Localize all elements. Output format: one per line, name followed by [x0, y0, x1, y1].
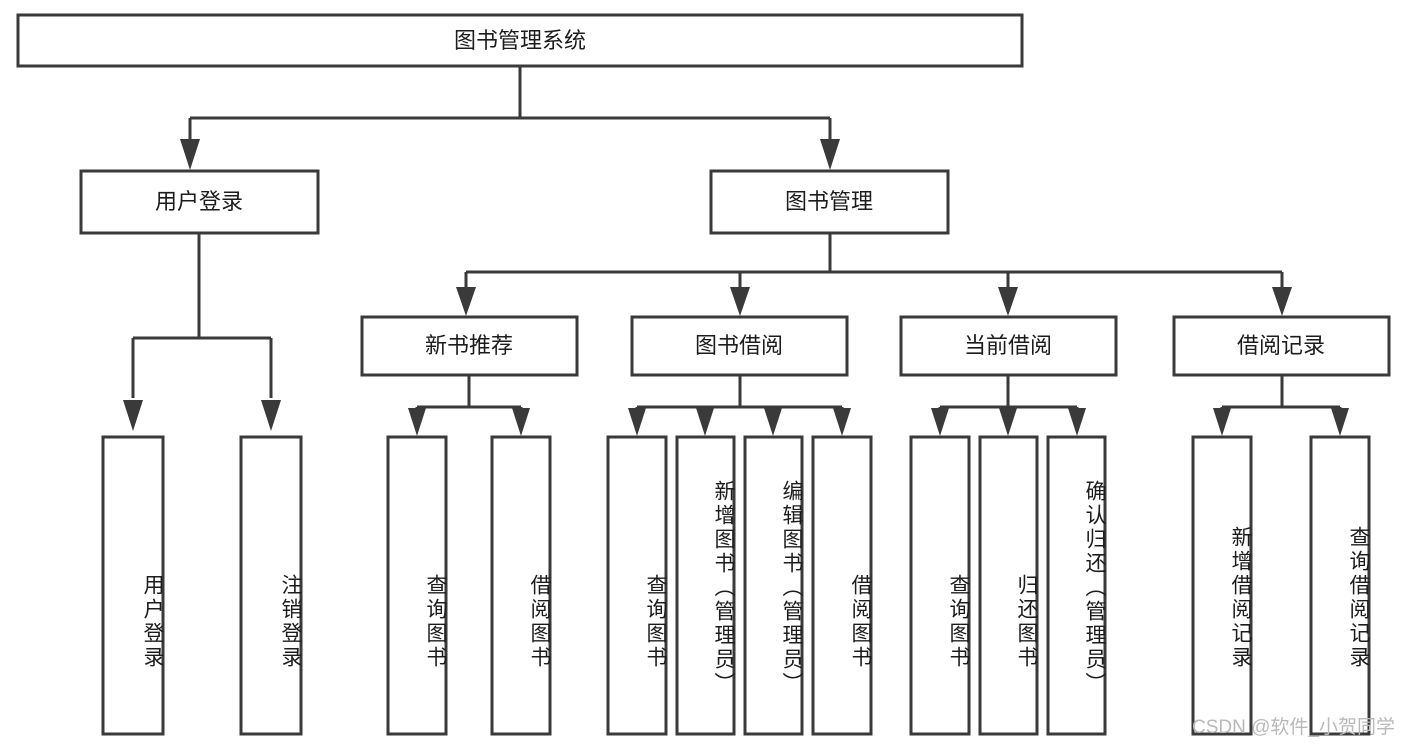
node-box-leaf-borrow-book-2[interactable]	[811, 435, 873, 736]
node-box-leaf-query-book-1[interactable]	[386, 435, 448, 736]
arrow-head-leaf-borrow-book-2	[833, 408, 851, 436]
node-box-borrow-record[interactable]	[1172, 315, 1391, 377]
node-box-leaf-borrow-book-1[interactable]	[490, 435, 552, 736]
arrow-head-book-manage	[820, 139, 840, 170]
node-box-leaf-add-book[interactable]	[675, 435, 736, 736]
arrow-head-leaf-query-book-1	[408, 408, 426, 436]
arrow-head-leaf-add-record	[1213, 408, 1231, 436]
arrow-head-leaf-query-book-3	[931, 408, 949, 436]
connector-currentborrow-to-leaves	[931, 375, 1086, 436]
node-box-leaf-query-book-2[interactable]	[606, 435, 668, 736]
connector-userlogin-to-leaves	[123, 233, 281, 431]
arrow-head-leaf-confirm-return	[1068, 408, 1086, 436]
connector-borrowrecord-to-leaves	[1213, 375, 1349, 436]
node-label-borrow-record: 借阅记录	[1237, 333, 1325, 358]
arrow-head-leaf-query-record	[1331, 408, 1349, 436]
node-box-leaf-return-book[interactable]	[978, 435, 1039, 736]
node-box-leaf-edit-book[interactable]	[743, 435, 804, 736]
arrow-head-borrow-record	[1272, 287, 1292, 316]
node-label-book-borrow: 图书借阅	[695, 333, 783, 358]
arrow-head-leaf-borrow-book-1	[512, 408, 530, 436]
arrow-head-leaf-edit-book	[764, 408, 782, 436]
node-label-book-manage: 图书管理	[785, 189, 873, 214]
arrow-head-leaf-add-book	[696, 408, 714, 436]
arrow-head-book-borrow	[730, 287, 750, 316]
node-box-leaf-add-record[interactable]	[1191, 435, 1253, 736]
node-box-book-manage[interactable]	[709, 169, 950, 235]
node-box-root[interactable]	[16, 13, 1024, 68]
arrow-head-leaf-return-book	[999, 408, 1017, 436]
node-label-root: 图书管理系统	[454, 28, 586, 53]
connector-bookmanage-to-level3	[456, 233, 1292, 316]
node-label-current-borrow: 当前借阅	[964, 333, 1052, 358]
node-label-user-login: 用户登录	[155, 189, 243, 214]
node-box-leaf-query-book-3[interactable]	[909, 435, 971, 736]
connector-bookborrow-to-leaves	[628, 375, 851, 436]
node-box-new-book-rec[interactable]	[360, 315, 579, 377]
node-box-leaf-logout[interactable]	[239, 435, 303, 736]
csdn-watermark: CSDN @软件_小贺同学	[1192, 717, 1395, 738]
connector-root-to-level2	[180, 66, 840, 170]
arrow-head-leaf-user-login	[123, 400, 143, 431]
arrow-head-current-borrow	[998, 287, 1018, 316]
node-box-leaf-query-record[interactable]	[1309, 435, 1371, 736]
arrow-head-leaf-logout	[261, 400, 281, 431]
node-box-leaf-confirm-return[interactable]	[1046, 435, 1107, 736]
node-label-new-book-rec: 新书推荐	[425, 333, 513, 358]
node-box-current-borrow[interactable]	[899, 315, 1118, 377]
arrow-head-user-login	[180, 139, 200, 170]
node-box-user-login[interactable]	[79, 169, 320, 235]
node-box-book-borrow[interactable]	[630, 315, 849, 377]
connector-newbookrec-to-leaves	[408, 375, 530, 436]
node-box-leaf-user-login[interactable]	[101, 435, 165, 736]
arrow-head-new-book-rec	[456, 287, 476, 316]
arrow-head-leaf-query-book-2	[628, 408, 646, 436]
